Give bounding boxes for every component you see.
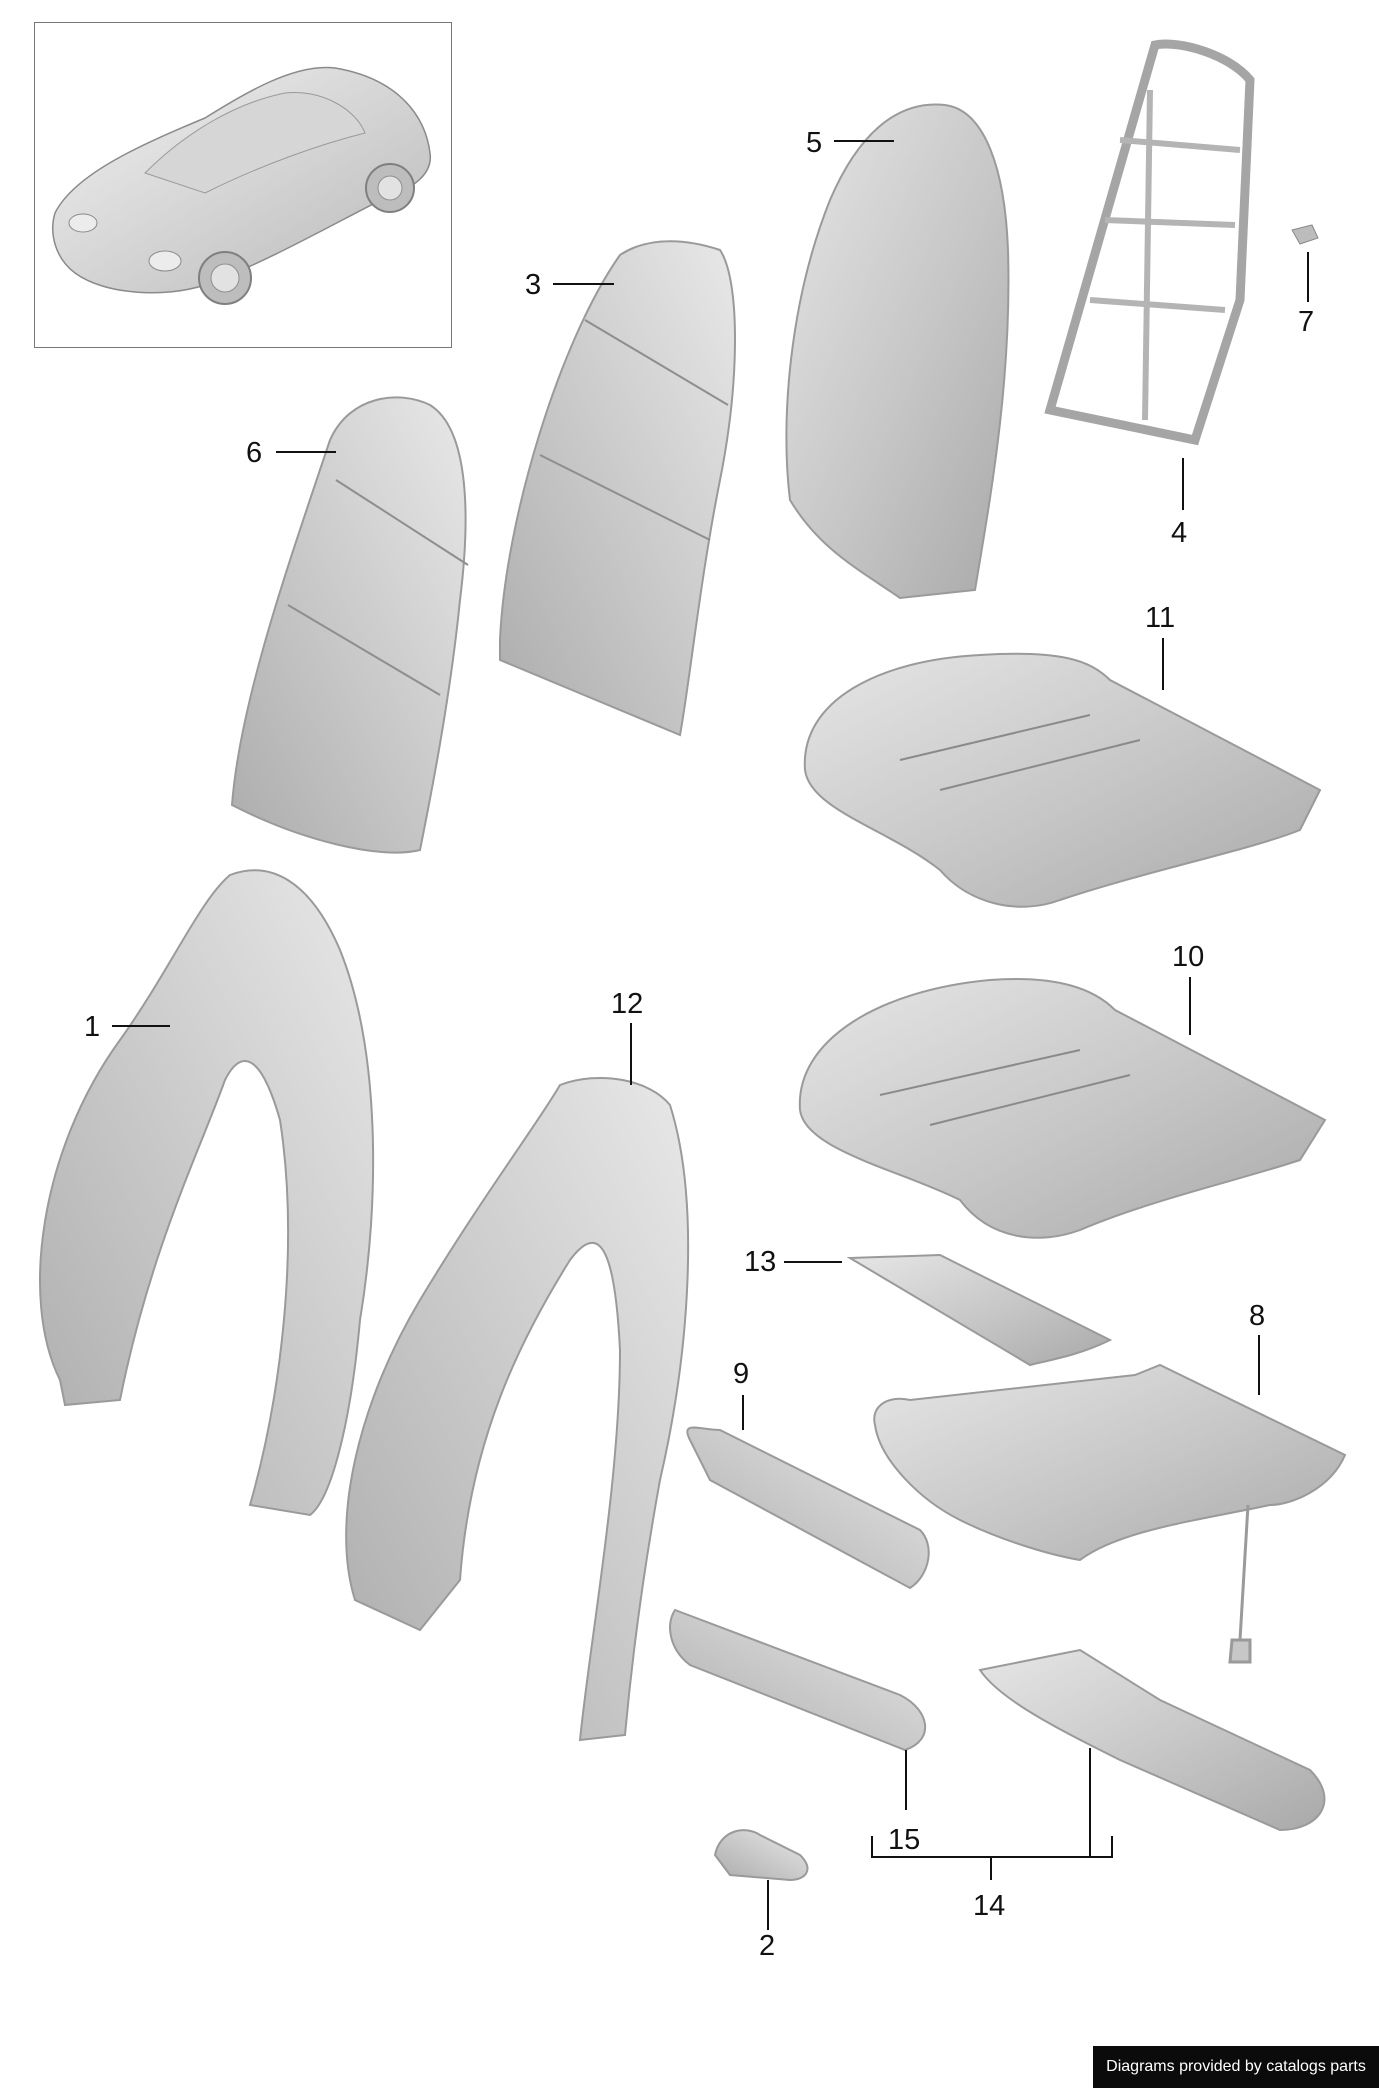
part-6-backrest-cover [230, 396, 467, 854]
callout-4: 4 [1171, 517, 1188, 549]
callout-12: 12 [611, 988, 644, 1020]
part-4-backrest-frame [1044, 39, 1255, 446]
callout-5: 5 [806, 127, 823, 159]
part-10-seat-cushion [798, 978, 1327, 1239]
callout-11: 11 [1145, 602, 1176, 634]
part-15-bracket [669, 1608, 926, 1752]
callout-7: 7 [1298, 306, 1315, 338]
part-2-small-cover [713, 1829, 809, 1882]
part-7-clip [1291, 224, 1319, 245]
callout-10: 10 [1172, 941, 1205, 973]
part-12-side-bolster [345, 1076, 690, 1742]
part-13-pad [846, 1253, 1113, 1367]
part-9-front-pad [686, 1426, 930, 1590]
callout-8: 8 [1249, 1300, 1266, 1332]
callout-6: 6 [246, 437, 263, 469]
vehicle-thumbnail-frame [34, 22, 452, 348]
car-illustration [52, 66, 431, 305]
part-11-seat-cushion-cover [803, 652, 1322, 908]
callout-13: 13 [744, 1246, 777, 1278]
callout-15: 15 [888, 1824, 921, 1856]
callout-2: 2 [759, 1930, 776, 1962]
credit-footer: Diagrams provided by catalogs parts [1093, 2046, 1379, 2088]
part-1-side-shell [39, 869, 375, 1517]
callout-1: 1 [84, 1011, 101, 1043]
part-14-base [978, 1648, 1326, 1832]
part-3-backrest-cushion [499, 240, 736, 737]
part-8-seat-pan [873, 1363, 1347, 1562]
callout-9: 9 [733, 1358, 750, 1390]
part-5-backrest-panel [785, 103, 1010, 600]
callout-3: 3 [525, 269, 542, 301]
callout-14: 14 [973, 1890, 1006, 1922]
